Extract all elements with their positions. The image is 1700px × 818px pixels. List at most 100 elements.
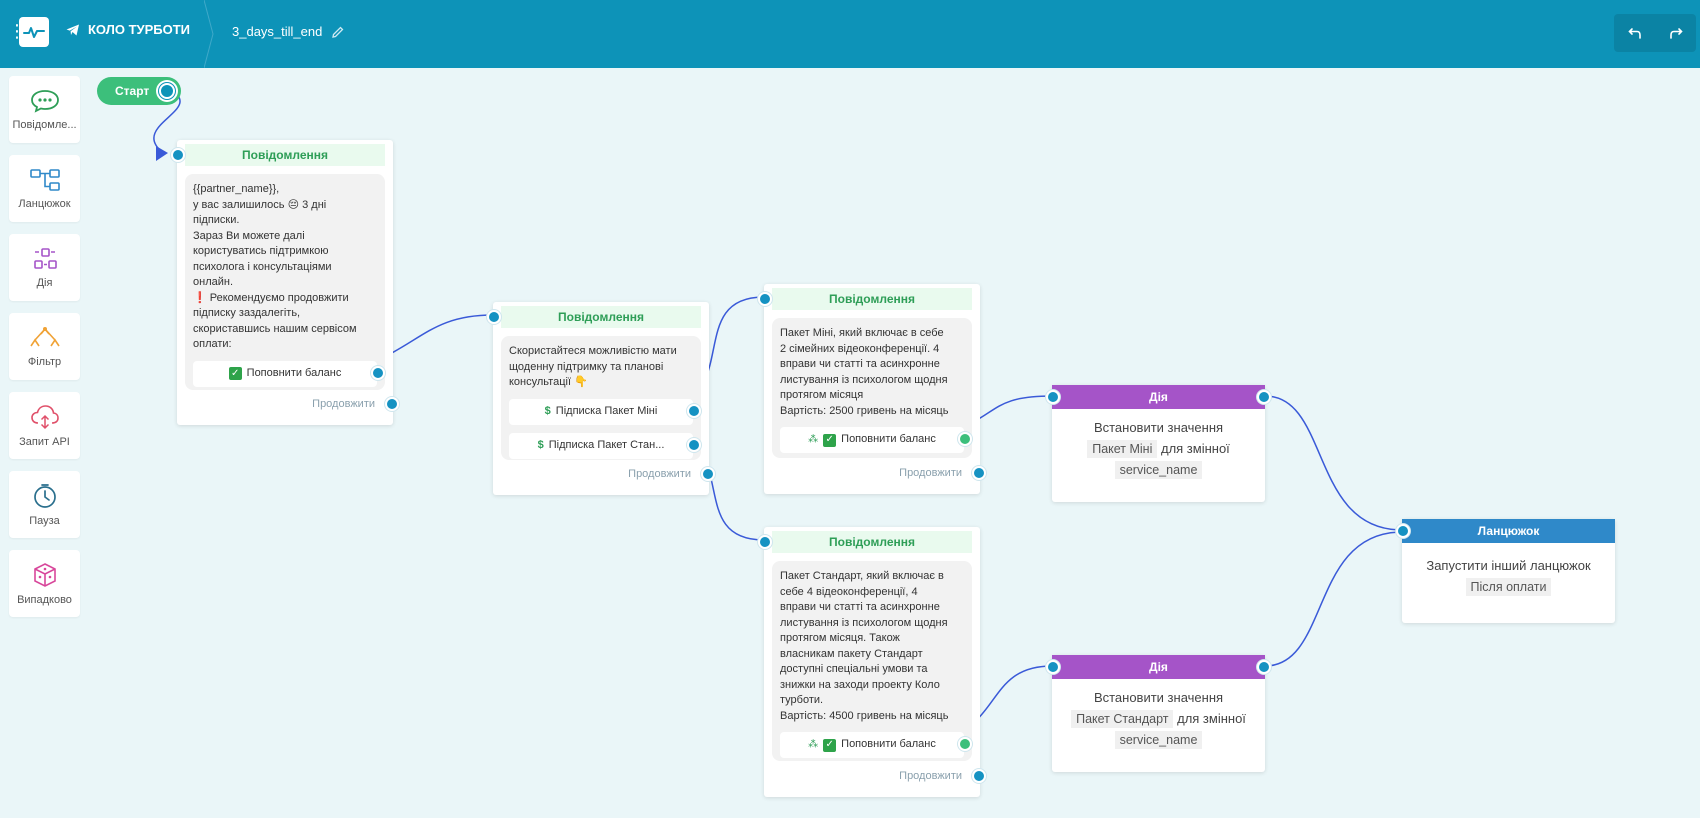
sidebar-item-filter[interactable]: Фільтр (9, 313, 80, 380)
sidebar-item-action[interactable]: Дія (9, 234, 80, 301)
message-line: листування із психологом щодня (780, 373, 948, 386)
chain-name-breadcrumb[interactable]: 3_days_till_end (232, 24, 344, 39)
start-port[interactable] (156, 80, 178, 102)
action-node[interactable]: Дія Встановити значення Пакет Стандарт д… (1046, 655, 1271, 772)
stopwatch-icon (33, 483, 56, 508)
message-line: 2 сімейних відеоконференції. 4 (780, 342, 940, 355)
message-line: оплати: (193, 338, 232, 350)
message-line: консультації 👇 (509, 376, 588, 388)
variable-tag: service_name (1114, 731, 1203, 749)
input-port[interactable] (1046, 390, 1060, 404)
message-line: Скористайтеся можливістю мати (509, 345, 677, 357)
button-label: Поповнити баланс (841, 433, 936, 446)
message-line: знижки на заходи проекту Коло (780, 678, 940, 691)
message-line: ❗ Рекомендуємо продовжити (193, 291, 349, 304)
continue-port[interactable] (385, 397, 399, 411)
node-title: Повідомлення (501, 306, 701, 328)
inline-button[interactable]: ⁂ ✓ Поповнити баланс (780, 427, 972, 453)
redo-button[interactable] (1655, 14, 1696, 52)
action-node[interactable]: Дія Встановити значення Пакет Міні для з… (1046, 385, 1271, 502)
button-label: Підписка Пакет Міні (555, 404, 658, 417)
app-logo-icon[interactable] (19, 17, 49, 47)
sidebar-item-label: Дія (36, 276, 53, 289)
inline-button[interactable]: ⁂ ✓ Поповнити баланс (780, 732, 972, 758)
people-icon: ⁂ (808, 739, 819, 751)
sidebar-item-message[interactable]: Повідомле... (9, 76, 80, 143)
sidebar-item-label: Пауза (29, 514, 60, 527)
message-node[interactable]: Повідомлення Пакет Стандарт, який включа… (758, 527, 986, 797)
message-line: себе 4 відеоконференції, 4 (780, 585, 918, 598)
undo-button[interactable] (1614, 14, 1655, 52)
node-title: Ланцюжок (1402, 519, 1615, 543)
filter-icon (29, 326, 60, 346)
message-line: доступні спеціальні умови та (780, 663, 928, 675)
chat-bubble-icon (30, 89, 59, 113)
input-port[interactable] (1046, 660, 1060, 674)
message-line: Пакет Міні, який включає в себе (780, 327, 944, 339)
message-line: протягом місяця (780, 389, 864, 401)
start-node[interactable]: Старт (97, 77, 181, 105)
action-text: для змінної (1160, 441, 1230, 456)
message-line: Вартість: 4500 гривень на місяць (780, 709, 949, 722)
dollar-icon: $ (544, 404, 551, 417)
continue-port[interactable] (972, 466, 986, 480)
inline-button[interactable]: $ Підписка Пакет Міні (509, 398, 701, 425)
input-port[interactable] (1396, 524, 1410, 538)
node-title: Повідомлення (772, 531, 972, 553)
sidebar-item-label: Запит API (19, 435, 70, 448)
output-port[interactable] (1257, 390, 1271, 404)
message-line: Вартість: 2500 гривень на місяць (780, 404, 949, 417)
sidebar-item-random[interactable]: Випадково (9, 550, 80, 617)
message-line: психолога і консультаціями (193, 260, 332, 273)
output-port[interactable] (1257, 660, 1271, 674)
action-text: для змінної (1177, 711, 1246, 726)
message-line: щоденну підтримку та планові (509, 360, 664, 373)
message-node[interactable]: Повідомлення Пакет Міні, який включає в … (758, 284, 986, 494)
message-bubble: Пакет Міні, який включає в себе 2 сімейн… (772, 318, 972, 458)
continue-port[interactable] (972, 769, 986, 783)
input-port[interactable] (171, 148, 185, 162)
action-body: Встановити значення Пакет Міні для змінн… (1052, 409, 1265, 480)
input-port[interactable] (758, 292, 772, 306)
sidebar-item-chain[interactable]: Ланцюжок (9, 155, 80, 222)
start-label: Старт (115, 84, 150, 98)
message-line: у вас залишилось 😔 3 дні (193, 198, 327, 211)
chain-node[interactable]: Ланцюжок Запустити інший ланцюжок Після … (1396, 519, 1615, 623)
sidebar-item-label: Фільтр (27, 355, 62, 368)
input-port[interactable] (758, 535, 772, 549)
button-port[interactable] (687, 437, 701, 452)
button-label: Поповнити баланс (841, 738, 936, 751)
action-body: Встановити значення Пакет Стандарт для з… (1052, 679, 1265, 750)
continue-label: Продовжити (899, 770, 962, 782)
node-title: Дія (1052, 655, 1265, 679)
value-tag: Пакет Міні (1087, 440, 1158, 458)
message-bubble: Пакет Стандарт, який включає в себе 4 ві… (772, 561, 972, 761)
sidebar-item-pause[interactable]: Пауза (9, 471, 80, 538)
button-port[interactable] (687, 403, 701, 418)
message-node[interactable]: Повідомлення Скористайтеся можливістю ма… (487, 302, 715, 495)
continue-label: Продовжити (312, 398, 375, 410)
input-port[interactable] (487, 310, 501, 324)
breadcrumb-divider (204, 0, 214, 68)
node-title: Повідомлення (772, 288, 972, 310)
people-icon: ⁂ (808, 434, 819, 446)
chain-target-tag: Після оплати (1465, 578, 1552, 596)
edit-pencil-icon[interactable] (332, 26, 344, 38)
sidebar-item-api-request[interactable]: Запит API (9, 392, 80, 459)
telegram-icon (66, 24, 79, 35)
bot-selector[interactable]: КОЛО ТУРБОТИ (66, 22, 190, 37)
continue-port[interactable] (701, 467, 715, 481)
inline-button[interactable]: ✓ Поповнити баланс (193, 360, 385, 387)
message-node[interactable]: Повідомлення {{partner_name}}, у вас зал… (171, 140, 399, 425)
chain-body: Запустити інший ланцюжок Після оплати (1402, 543, 1615, 597)
button-port[interactable] (958, 432, 972, 446)
sidebar-item-label: Випадково (17, 593, 72, 606)
message-line: онлайн. (193, 276, 234, 288)
node-title: Дія (1052, 385, 1265, 409)
button-port[interactable] (371, 365, 385, 380)
chain-flow-icon (29, 168, 60, 191)
button-label: Підписка Пакет Стан... (548, 438, 665, 451)
button-port[interactable] (958, 737, 972, 751)
inline-button[interactable]: $ Підписка Пакет Стан... (509, 432, 701, 459)
message-line: Пакет Стандарт, який включає в (780, 570, 944, 582)
